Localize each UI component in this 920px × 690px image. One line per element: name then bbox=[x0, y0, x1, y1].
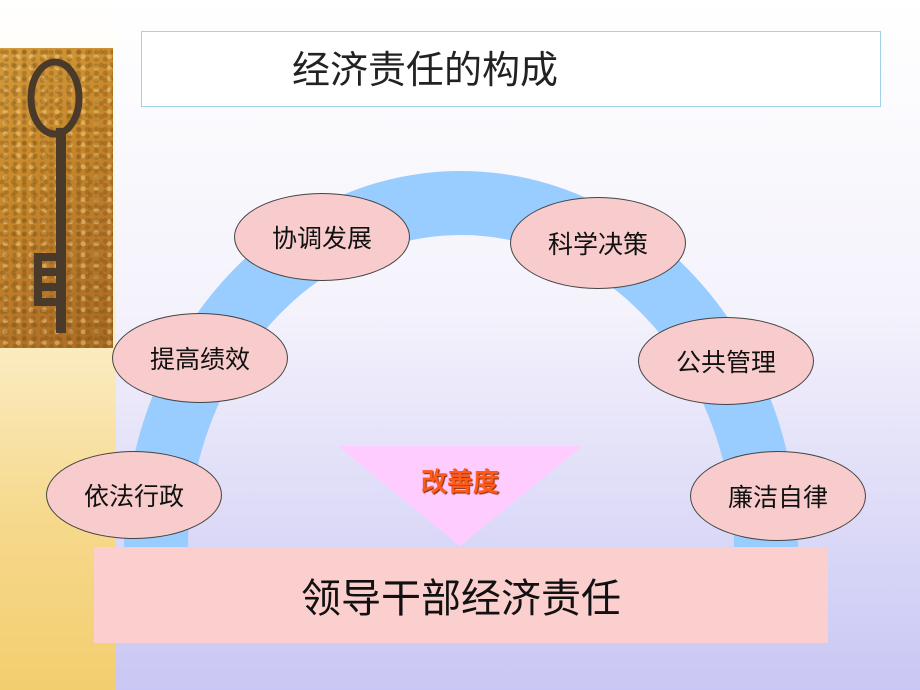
node-yifa-xingzheng: 依法行政 bbox=[46, 451, 222, 539]
node-tigao-jixiao: 提高绩效 bbox=[112, 313, 288, 403]
node-xietiao-fazhan: 协调发展 bbox=[234, 193, 410, 281]
node-label: 提高绩效 bbox=[149, 345, 250, 374]
page-title: 经济责任的构成 bbox=[292, 48, 559, 92]
node-kexue-juece: 科学决策 bbox=[510, 197, 686, 289]
base-label: 领导干部经济责任 bbox=[301, 576, 621, 622]
node-label: 公共管理 bbox=[675, 348, 776, 377]
node-label: 依法行政 bbox=[83, 482, 184, 511]
center-label: 改善度 bbox=[420, 468, 499, 498]
node-label: 科学决策 bbox=[547, 230, 648, 259]
center-triangle bbox=[338, 446, 582, 546]
title-box: 经济责任的构成 bbox=[141, 31, 881, 107]
node-label: 廉洁自律 bbox=[727, 483, 828, 512]
node-lianjie-zilv: 廉洁自律 bbox=[690, 451, 866, 541]
key-icon bbox=[27, 58, 83, 333]
key-image bbox=[0, 48, 113, 348]
node-label: 协调发展 bbox=[271, 224, 372, 253]
base-box: 领导干部经济责任 bbox=[94, 547, 828, 643]
node-gonggong-guanli: 公共管理 bbox=[638, 317, 814, 405]
